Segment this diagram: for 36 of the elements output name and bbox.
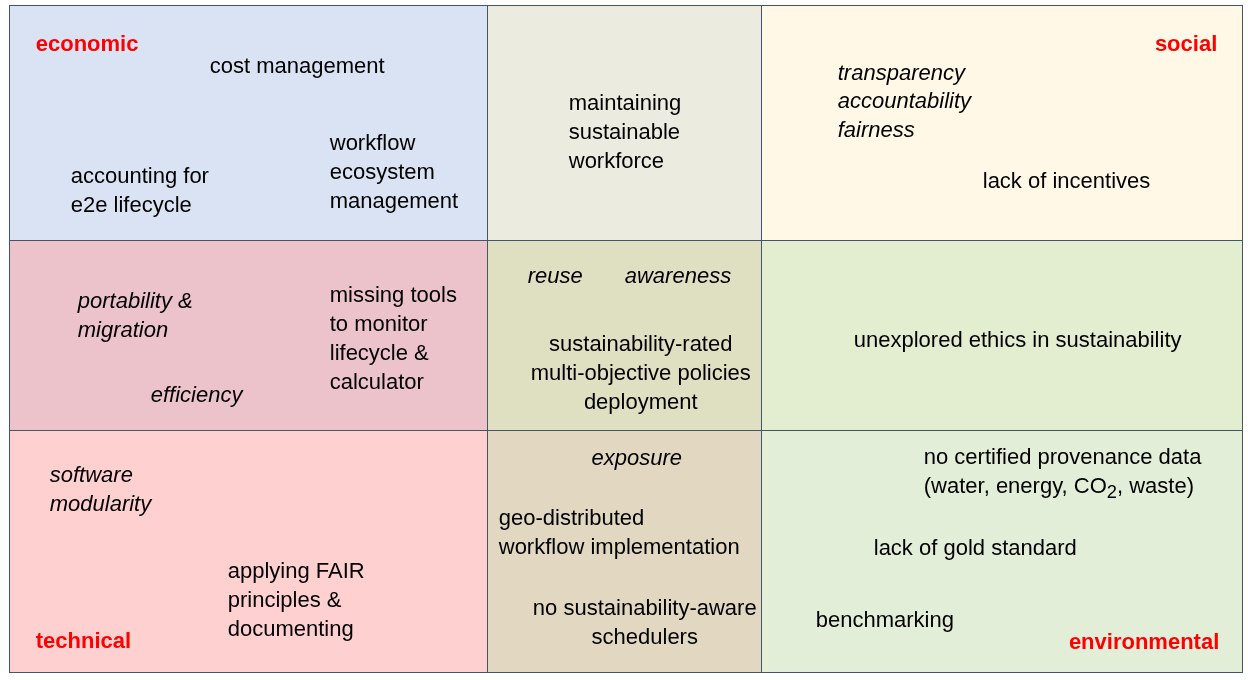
grid-cell xyxy=(9,430,489,673)
issue-text: workflow ecosystem management xyxy=(329,128,459,215)
issue-text: lack of gold standard xyxy=(873,533,1077,562)
issue-text: missing tools to monitor lifecycle & calculator xyxy=(329,280,457,396)
issue-text: cost management xyxy=(209,51,385,80)
keyword-text: fairness xyxy=(837,115,915,144)
keyword-text: portability & migration xyxy=(77,286,193,344)
issue-text: accounting for e2e lifecycle xyxy=(70,161,209,219)
category-heading: social xyxy=(1154,29,1218,58)
category-heading: environmental xyxy=(1068,627,1220,656)
issue-text: no sustainability-aware schedulers xyxy=(532,593,757,651)
grid-cell xyxy=(761,5,1243,242)
keyword-text: efficiency xyxy=(150,380,243,409)
keyword-text: reuse xyxy=(527,261,583,290)
issue-text: unexplored ethics in sustainability xyxy=(853,325,1182,354)
grid-cell xyxy=(487,240,763,432)
issue-text: benchmarking xyxy=(815,605,954,634)
grid-cell xyxy=(761,430,1243,673)
keyword-text: awareness xyxy=(624,261,732,290)
issue-text: applying FAIR principles & documenting xyxy=(227,556,365,643)
issue-text: maintaining sustainable workforce xyxy=(568,88,682,175)
category-heading: economic xyxy=(35,29,139,58)
keyword-text: software modularity xyxy=(49,460,152,518)
issue-text: no certified provenance data (water, energy, CO$_{2}$, waste) xyxy=(923,442,1202,505)
issue-text: sustainability-rated multi-objective policies deployment xyxy=(530,329,751,416)
grid-cell xyxy=(761,240,1243,432)
keyword-text: exposure xyxy=(591,443,682,472)
grid-cell xyxy=(9,5,489,242)
issue-text: geo-distributed workflow implementation xyxy=(498,503,740,561)
keyword-text: transparency xyxy=(837,58,965,87)
grid-cell xyxy=(9,240,489,432)
grid-cell xyxy=(487,5,763,242)
issue-text: lack of incentives xyxy=(982,166,1151,195)
keyword-text: accountability xyxy=(837,86,972,115)
grid-cell xyxy=(487,430,763,673)
category-heading: technical xyxy=(35,626,132,655)
